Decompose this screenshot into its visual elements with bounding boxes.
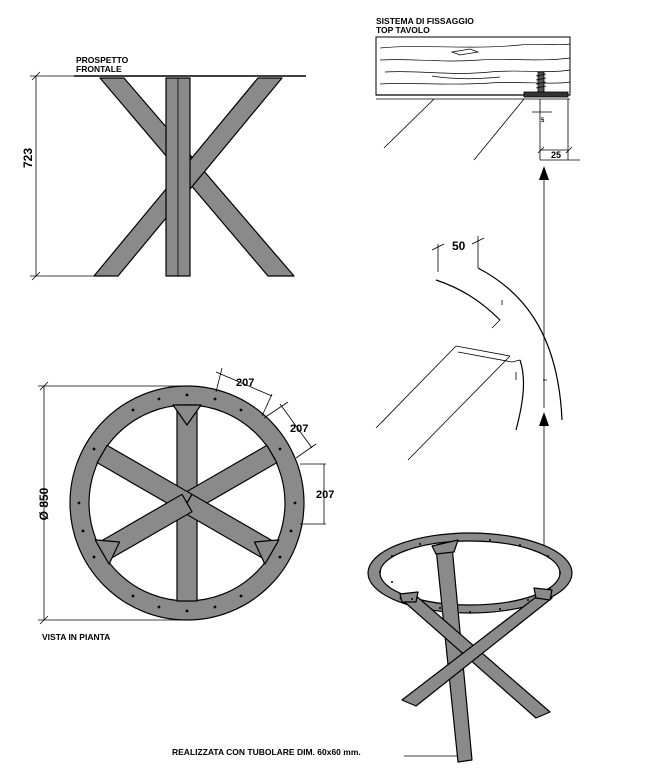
spacing-value-2: 207 [290,423,308,435]
fixing-label-2: TOP TAVOLO [376,25,430,35]
screw-icon [523,71,569,98]
fixing-detail [375,36,580,161]
joint-detail [375,166,563,545]
plan-view [38,367,326,625]
footer-note: REALIZZATA CON TUBOLARE DIM. 60x60 mm. [172,747,361,757]
fixing-label-1: SISTEMA DI FISSAGGIO [376,16,474,26]
spacing-value-3: 207 [316,489,334,501]
perspective-view [367,532,573,763]
plan-view-label: VISTA IN PIANTA [42,632,110,642]
height-dimension-value: 723 [21,148,35,168]
front-view [30,71,306,281]
fixing-small-value: 5 [541,118,545,124]
detail-offset-value: 50 [452,239,466,253]
front-view-label-2: FRONTALE [76,64,122,74]
guide-arrow-bottom-icon [539,412,549,426]
fixing-gap-value: 25 [551,150,561,160]
guide-arrow-top-icon [539,166,549,180]
diameter-value: Ø 850 [37,487,51,520]
front-view-label-1: PROSPETTO [76,55,129,65]
spacing-value-1: 207 [236,377,254,389]
